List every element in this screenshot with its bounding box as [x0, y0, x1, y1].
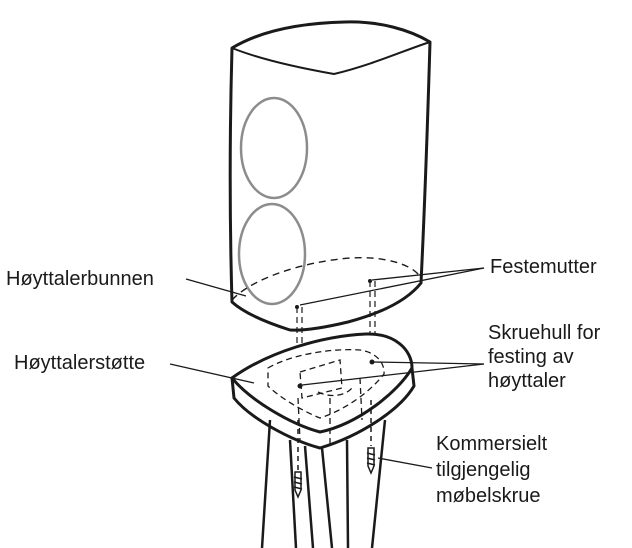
label-speaker-base: Høyttalerbunnen: [6, 268, 154, 290]
label-speaker-stand: Høyttalerstøtte: [14, 352, 146, 374]
speaker-top-rim: [231, 41, 431, 75]
label-screw-hole-line-1: Skruehull for: [488, 322, 601, 344]
furniture-screw-right: [366, 400, 376, 475]
leader-lines: [169, 267, 485, 469]
label-furniture-screw-line-1: Kommersielt: [436, 433, 548, 455]
stand-legs: [260, 419, 387, 548]
label-screw-hole-line-2: festing av: [488, 346, 574, 368]
lower-driver: [237, 202, 307, 306]
speaker-bottom-dashed: [231, 256, 421, 301]
stand-plate: [230, 332, 416, 450]
speaker-body-outline: [228, 20, 432, 332]
speaker-body: [228, 20, 432, 332]
upper-driver: [239, 96, 309, 200]
label-furniture-screw-line-2: tilgjengelig: [436, 459, 531, 481]
screw-hole-left: [297, 383, 303, 389]
label-furniture-screw-line-3: møbelskrue: [436, 485, 541, 507]
label-screw-hole-line-3: høyttaler: [488, 370, 566, 392]
label-fixing-nut: Festemutter: [490, 256, 597, 278]
furniture-screw-left: [293, 420, 303, 499]
stand-recess: [267, 349, 385, 444]
